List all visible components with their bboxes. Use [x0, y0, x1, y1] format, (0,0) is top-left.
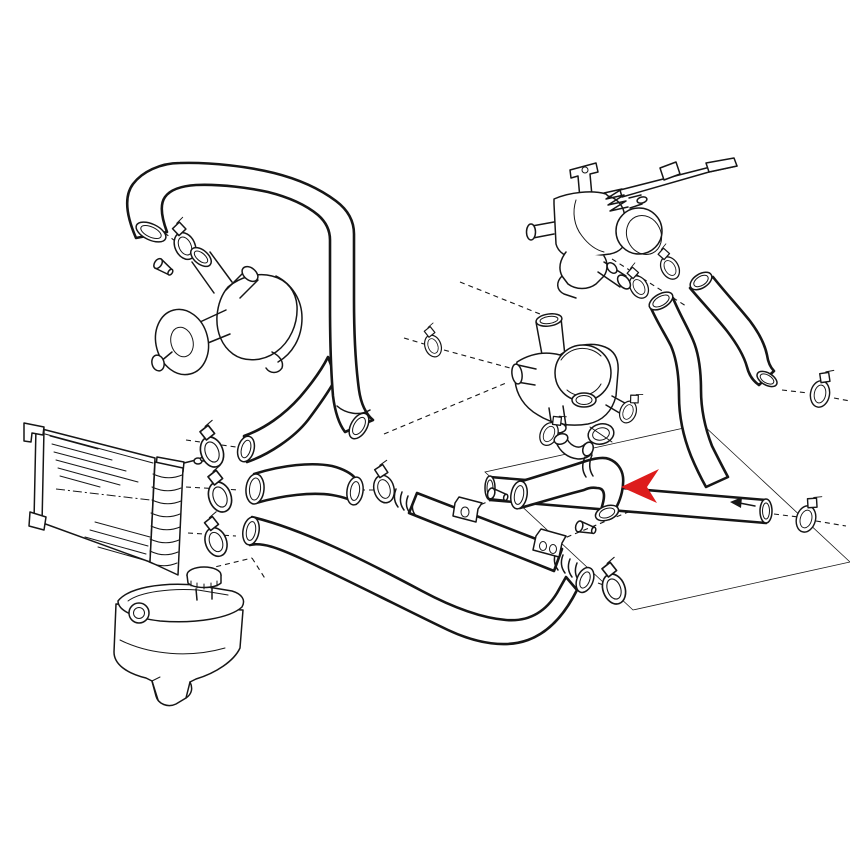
upper-radiator-hose	[126, 161, 375, 440]
pump-top-stub	[225, 271, 259, 299]
flow-direction-arrow	[730, 497, 756, 508]
throttle-body-housing	[553, 191, 627, 259]
assembly-axis	[403, 337, 511, 369]
pipe-mounting-bracket	[452, 496, 483, 523]
highlight-arrow	[621, 469, 659, 503]
radiator	[23, 422, 207, 576]
pipe-ribbed-end	[553, 551, 580, 582]
radiator-bracket	[28, 511, 47, 531]
pump-inlet-pipe	[191, 251, 233, 294]
pump-pulley	[154, 308, 210, 376]
tank-fin	[151, 680, 191, 701]
expansion-tank-cap	[186, 566, 222, 601]
highlight-panel-outline	[484, 423, 850, 611]
water-pump	[151, 246, 303, 376]
heater-hose-left	[648, 291, 730, 489]
assembly-axis	[187, 532, 237, 537]
pipe-mounting-bracket	[532, 528, 567, 558]
throttle-linkage-rod	[619, 157, 738, 198]
radiator-end-tank	[149, 461, 184, 576]
pipe-ribbed-end	[393, 488, 417, 517]
sealing-ring	[587, 423, 615, 445]
filler-plug	[128, 602, 150, 624]
angled-water-pipe	[393, 488, 595, 594]
connector-elbow	[553, 432, 595, 460]
middle-water-hose	[245, 462, 364, 506]
assembly-axis	[549, 507, 639, 545]
assembly-axis	[383, 382, 507, 435]
highlighted-water-hose	[510, 454, 625, 522]
heater-hose-right	[688, 271, 778, 388]
assembly-axis	[773, 513, 847, 527]
pump-flange	[265, 275, 303, 374]
radiator-bracket	[23, 422, 45, 443]
assembly-axis	[781, 389, 850, 402]
throttle-left-stub	[531, 221, 555, 239]
hose-collar	[582, 454, 594, 478]
return-spring	[603, 188, 629, 212]
expansion-tank	[113, 566, 245, 707]
lower-radiator-hose	[242, 515, 579, 646]
thermostat-housing	[511, 313, 635, 434]
throttle-body	[525, 157, 738, 299]
throttle-bore	[615, 207, 663, 255]
radiator-side-rail	[33, 426, 45, 525]
pump-body	[216, 273, 298, 361]
